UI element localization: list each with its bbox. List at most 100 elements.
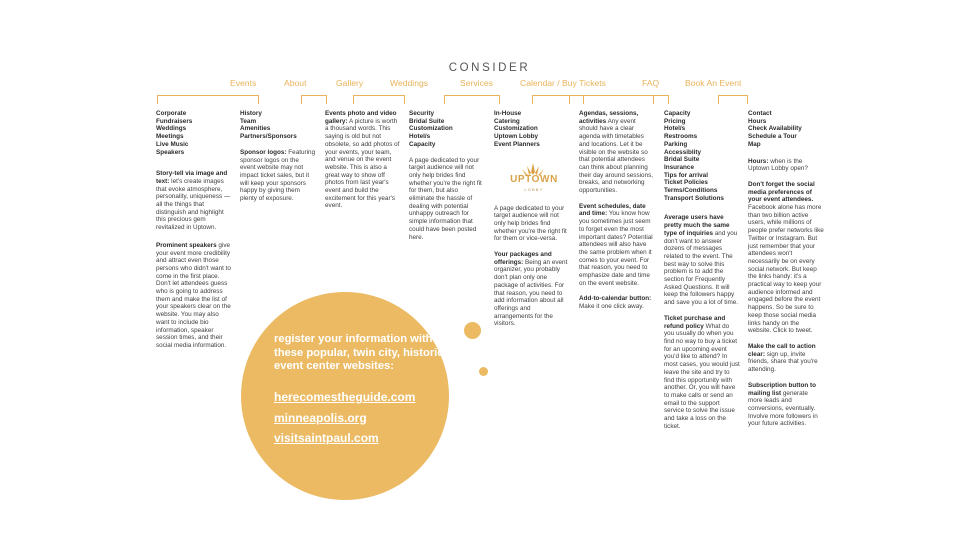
bracket-events: [157, 95, 259, 104]
bracket-services: [532, 95, 584, 104]
add-to-calendar-note: Add-to-calendar button: Make it one clic…: [579, 295, 655, 310]
bracket-book: [718, 95, 748, 104]
packages-heading: Your packages and offerings:: [494, 251, 552, 266]
speakers-heading: Prominent speakers: [156, 241, 217, 249]
weddings-item[interactable]: Security: [409, 110, 435, 117]
weddings-item[interactable]: Capacity: [409, 140, 436, 148]
nav-weddings[interactable]: Weddings: [390, 78, 429, 88]
hours-heading: Hours:: [748, 157, 769, 165]
weddings-item[interactable]: Bridal Suite: [409, 117, 445, 125]
link-visitsaintpaul[interactable]: visitsaintpaul.com: [274, 431, 379, 445]
services-item[interactable]: Event Planners: [494, 140, 540, 148]
book-item[interactable]: Contact: [748, 110, 772, 117]
nav-gallery[interactable]: Gallery: [336, 78, 364, 88]
weddings-column: Security Bridal Suite Customization Hote…: [409, 110, 485, 241]
faq-item[interactable]: Terms/Conditions: [664, 187, 718, 195]
calendar-column: Agendas, sessions, activities Any event …: [579, 110, 655, 311]
about-item[interactable]: Team: [240, 117, 257, 125]
weddings-item[interactable]: Hotel/s: [409, 133, 431, 141]
faq-item[interactable]: Capacity: [664, 110, 691, 117]
inquiries-body: and you don't want to answer dozens of m…: [664, 229, 739, 307]
speakers-note: Prominent speakers give your event more …: [156, 242, 231, 350]
faq-item[interactable]: Insurance: [664, 163, 694, 171]
book-item[interactable]: Check Availability: [748, 125, 802, 133]
add-to-calendar-body: Make it one click away.: [579, 303, 644, 311]
cta-heading: Make the call to action clear:: [748, 342, 816, 358]
faq-item[interactable]: Pricing: [664, 117, 686, 125]
logo-subtitle: LOBBY: [524, 187, 544, 192]
faq-item[interactable]: Restrooms: [664, 133, 698, 141]
about-item[interactable]: History: [240, 110, 262, 117]
gallery-note: Events photo and video gallery: A pictur…: [325, 110, 400, 210]
faq-item[interactable]: Parking: [664, 140, 688, 148]
services-body: A page dedicated to your target audience…: [494, 204, 567, 243]
book-item[interactable]: Schedule a Tour: [748, 133, 797, 141]
faq-item[interactable]: Tips for arrival: [664, 171, 708, 179]
about-item[interactable]: Amenities: [240, 125, 271, 133]
agenda-body: Any event should have a clear agenda wit…: [579, 117, 654, 195]
nav-events[interactable]: Events: [230, 78, 257, 88]
services-item[interactable]: Catering: [494, 117, 520, 125]
events-item[interactable]: Corporate: [156, 110, 187, 117]
services-item[interactable]: Customization: [494, 125, 538, 133]
faq-item[interactable]: Accessiblity: [664, 148, 702, 156]
schedule-heading: Event schedules, date and time:: [579, 202, 646, 218]
nav-calendar-buy-tickets[interactable]: Calendar / Buy Tickets: [520, 78, 606, 88]
events-item[interactable]: Fundraisers: [156, 117, 193, 125]
nav-about[interactable]: About: [284, 78, 307, 88]
page-heading: CONSIDER: [448, 62, 531, 74]
nav-faq[interactable]: FAQ: [642, 78, 660, 88]
nav-services[interactable]: Services: [460, 78, 493, 88]
agenda-heading: Agendas, sessions, activities: [579, 110, 639, 125]
social-body: Facebook alone has more than two billion…: [748, 204, 824, 335]
callout-bubble-large: [464, 322, 481, 339]
bracket-about: [301, 95, 327, 104]
gallery-heading: Events photo and video gallery:: [325, 110, 397, 125]
link-herecomestheguide[interactable]: herecomestheguide.com: [274, 390, 416, 404]
faq-item[interactable]: Hotel/s: [664, 125, 686, 133]
events-column: Corporate Fundraisers Weddings Meetings …: [156, 110, 231, 350]
bracket-faq: [653, 95, 669, 104]
faq-column: Capacity Pricing Hotel/s Restrooms Parki…: [664, 110, 740, 430]
about-item[interactable]: Partners/Sponsors: [240, 133, 297, 141]
events-item[interactable]: Speakers: [156, 148, 185, 156]
schedule-body: You know how you sometimes just seem to …: [579, 210, 653, 287]
callout-text: register your information with these pop…: [274, 333, 444, 373]
book-item[interactable]: Map: [748, 140, 761, 148]
subscription-heading: Subscription button to mailing list: [748, 381, 817, 397]
cta-note: Make the call to action clear: sign up, …: [748, 343, 824, 374]
crown-icon: [522, 162, 544, 176]
services-item[interactable]: In-House: [494, 110, 522, 117]
gallery-column: Events photo and video gallery: A pictur…: [325, 110, 400, 210]
callout-circle: [241, 292, 449, 500]
storytell-heading: Story-tell via image and text:: [156, 170, 228, 185]
hours-body: when is the Uptown Lobby open?: [748, 157, 808, 173]
sponsor-logos-note: Sponsor logos: Featuring sponsor logos o…: [240, 149, 316, 203]
sponsor-logos-heading: Sponsor logos:: [240, 148, 287, 156]
events-item[interactable]: Meetings: [156, 133, 184, 141]
services-item[interactable]: Uptown Lobby: [494, 133, 539, 141]
logo-wordmark: UPTOWN: [510, 173, 558, 185]
add-to-calendar-heading: Add-to-calendar button:: [579, 295, 652, 303]
faq-item[interactable]: Ticket Policies: [664, 179, 708, 187]
faq-item[interactable]: Bridal Suite: [664, 156, 700, 164]
book-item[interactable]: Hours: [748, 117, 767, 125]
gallery-body: A picture is worth a thousand words. Thi…: [325, 117, 400, 210]
nav-book-an-event[interactable]: Book An Event: [685, 78, 742, 88]
storytell-note: Story-tell via image and text: let's cre…: [156, 170, 231, 232]
social-note: Don't forget the social media preference…: [748, 181, 824, 335]
about-column: History Team Amenities Partners/Sponsors…: [240, 110, 316, 203]
events-item[interactable]: Weddings: [156, 125, 187, 133]
bracket-gallery: [353, 95, 405, 104]
callout-bubble-small: [479, 367, 488, 376]
link-minneapolis[interactable]: minneapolis.org: [274, 410, 367, 425]
refund-note: Ticket purchase and refund policy What d…: [664, 315, 740, 431]
events-item[interactable]: Live Music: [156, 140, 189, 148]
storytell-body: let's create images that evoke atmospher…: [156, 177, 231, 232]
weddings-item[interactable]: Customization: [409, 125, 453, 133]
subscription-body: generate more leads and conversions, eve…: [748, 389, 818, 428]
faq-item[interactable]: Transport Solutions: [664, 194, 724, 202]
bracket-weddings: [444, 95, 500, 104]
packages-note: Your packages and offerings: Being an ev…: [494, 251, 570, 328]
cta-body: sign up, invite friends, share that you'…: [748, 350, 818, 374]
